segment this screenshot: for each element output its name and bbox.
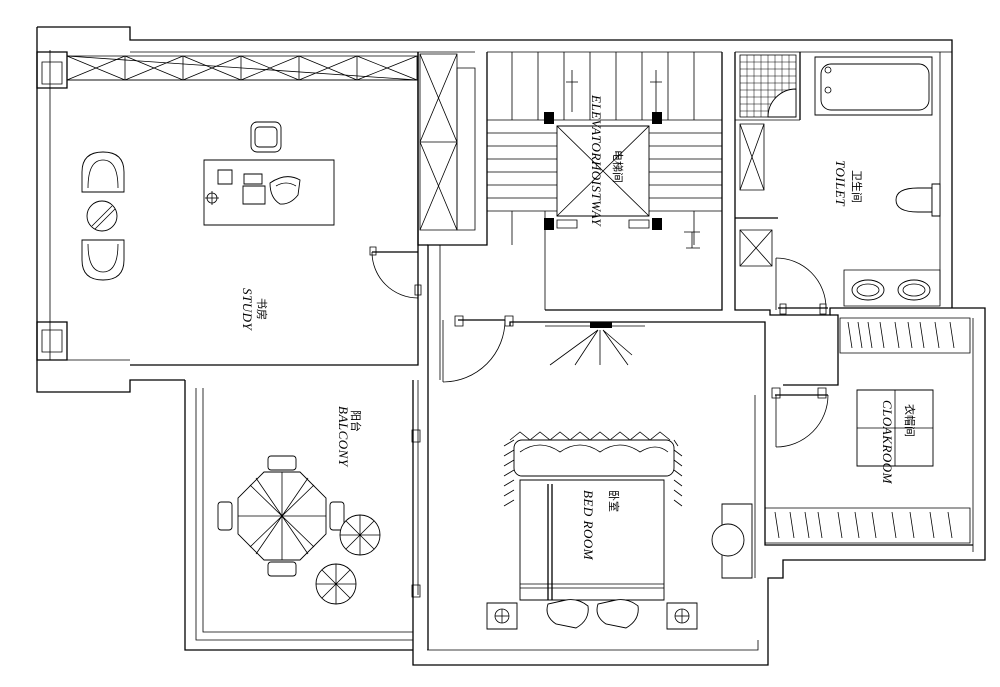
elevator-shaft [544,112,662,230]
nightstands [487,603,697,629]
balcony-table [218,456,380,604]
bedroom-label-en: BED ROOM [581,490,596,561]
toilet-room: 卫生间 TOILET [735,52,952,315]
cloakroom-door[interactable] [772,388,828,447]
toilet-door[interactable] [776,258,828,314]
washbasins [844,270,940,306]
elevator-label-en: ELEVATORHOISTWAY [589,94,604,227]
study-door[interactable] [370,247,421,310]
study-cabinet-top [67,56,417,80]
cloakroom-label-en: CLOAKROOM [880,400,895,485]
hall-light [545,322,645,365]
balcony-label-cn: 阳台 [349,410,363,432]
balcony: 阳台 BALCONY [218,380,420,650]
bed [520,480,664,628]
hall-door[interactable] [443,316,513,382]
study-desk [204,160,334,225]
bedroom: 卧室 BED ROOM [487,432,697,629]
desk-chair [251,122,281,152]
wc [896,184,940,216]
stair-core: 电梯间 ELEVATORHOISTWAY [428,52,722,650]
bedroom-label-cn: 卧室 [607,490,621,512]
bedroom-sofa [504,432,682,506]
cloakroom: 衣帽间 CLOAKROOM [765,315,973,545]
study-label-cn: 书房 [255,298,268,320]
toilet-label-en: TOILET [833,160,848,206]
exterior-walls [37,27,985,665]
bathtub [815,57,932,115]
study-armchairs [82,152,124,280]
toilet-label-cn: 卫生间 [850,170,864,203]
study-columns [37,52,67,360]
shower-tiles [740,55,796,117]
study-room: 书房 STUDY [67,52,475,365]
cloakroom-label-cn: 衣帽间 [903,404,917,437]
study-cabinet-right [420,54,475,230]
corridor-walls [510,322,765,578]
study-label-en: STUDY [240,288,255,332]
balcony-label-en: BALCONY [336,406,351,468]
cloakroom-island [857,390,933,466]
elevator-label-cn: 电梯间 [611,150,624,183]
